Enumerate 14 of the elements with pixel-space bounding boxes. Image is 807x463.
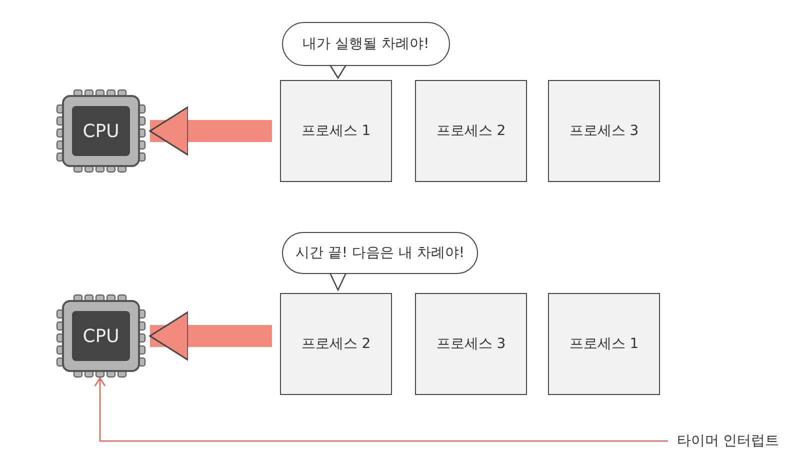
arrow [94,377,668,442]
arrow [149,106,272,156]
arrow [149,311,272,361]
annotation-text: 타이머 인터럽트 [668,430,788,452]
process-box: 프로세스 1 [280,80,392,182]
process-box: 프로세스 2 [415,80,527,182]
cpu-chip: CPU [62,95,140,167]
process-box: 프로세스 3 [415,293,527,395]
process-box: 프로세스 3 [548,80,660,182]
speech-bubble: 시간 끝! 다음은 내 차례야! [282,232,478,274]
process-box: 프로세스 2 [280,293,392,395]
cpu-chip: CPU [62,300,140,372]
process-box: 프로세스 1 [548,293,660,395]
speech-bubble: 내가 실행될 차례야! [282,22,450,66]
